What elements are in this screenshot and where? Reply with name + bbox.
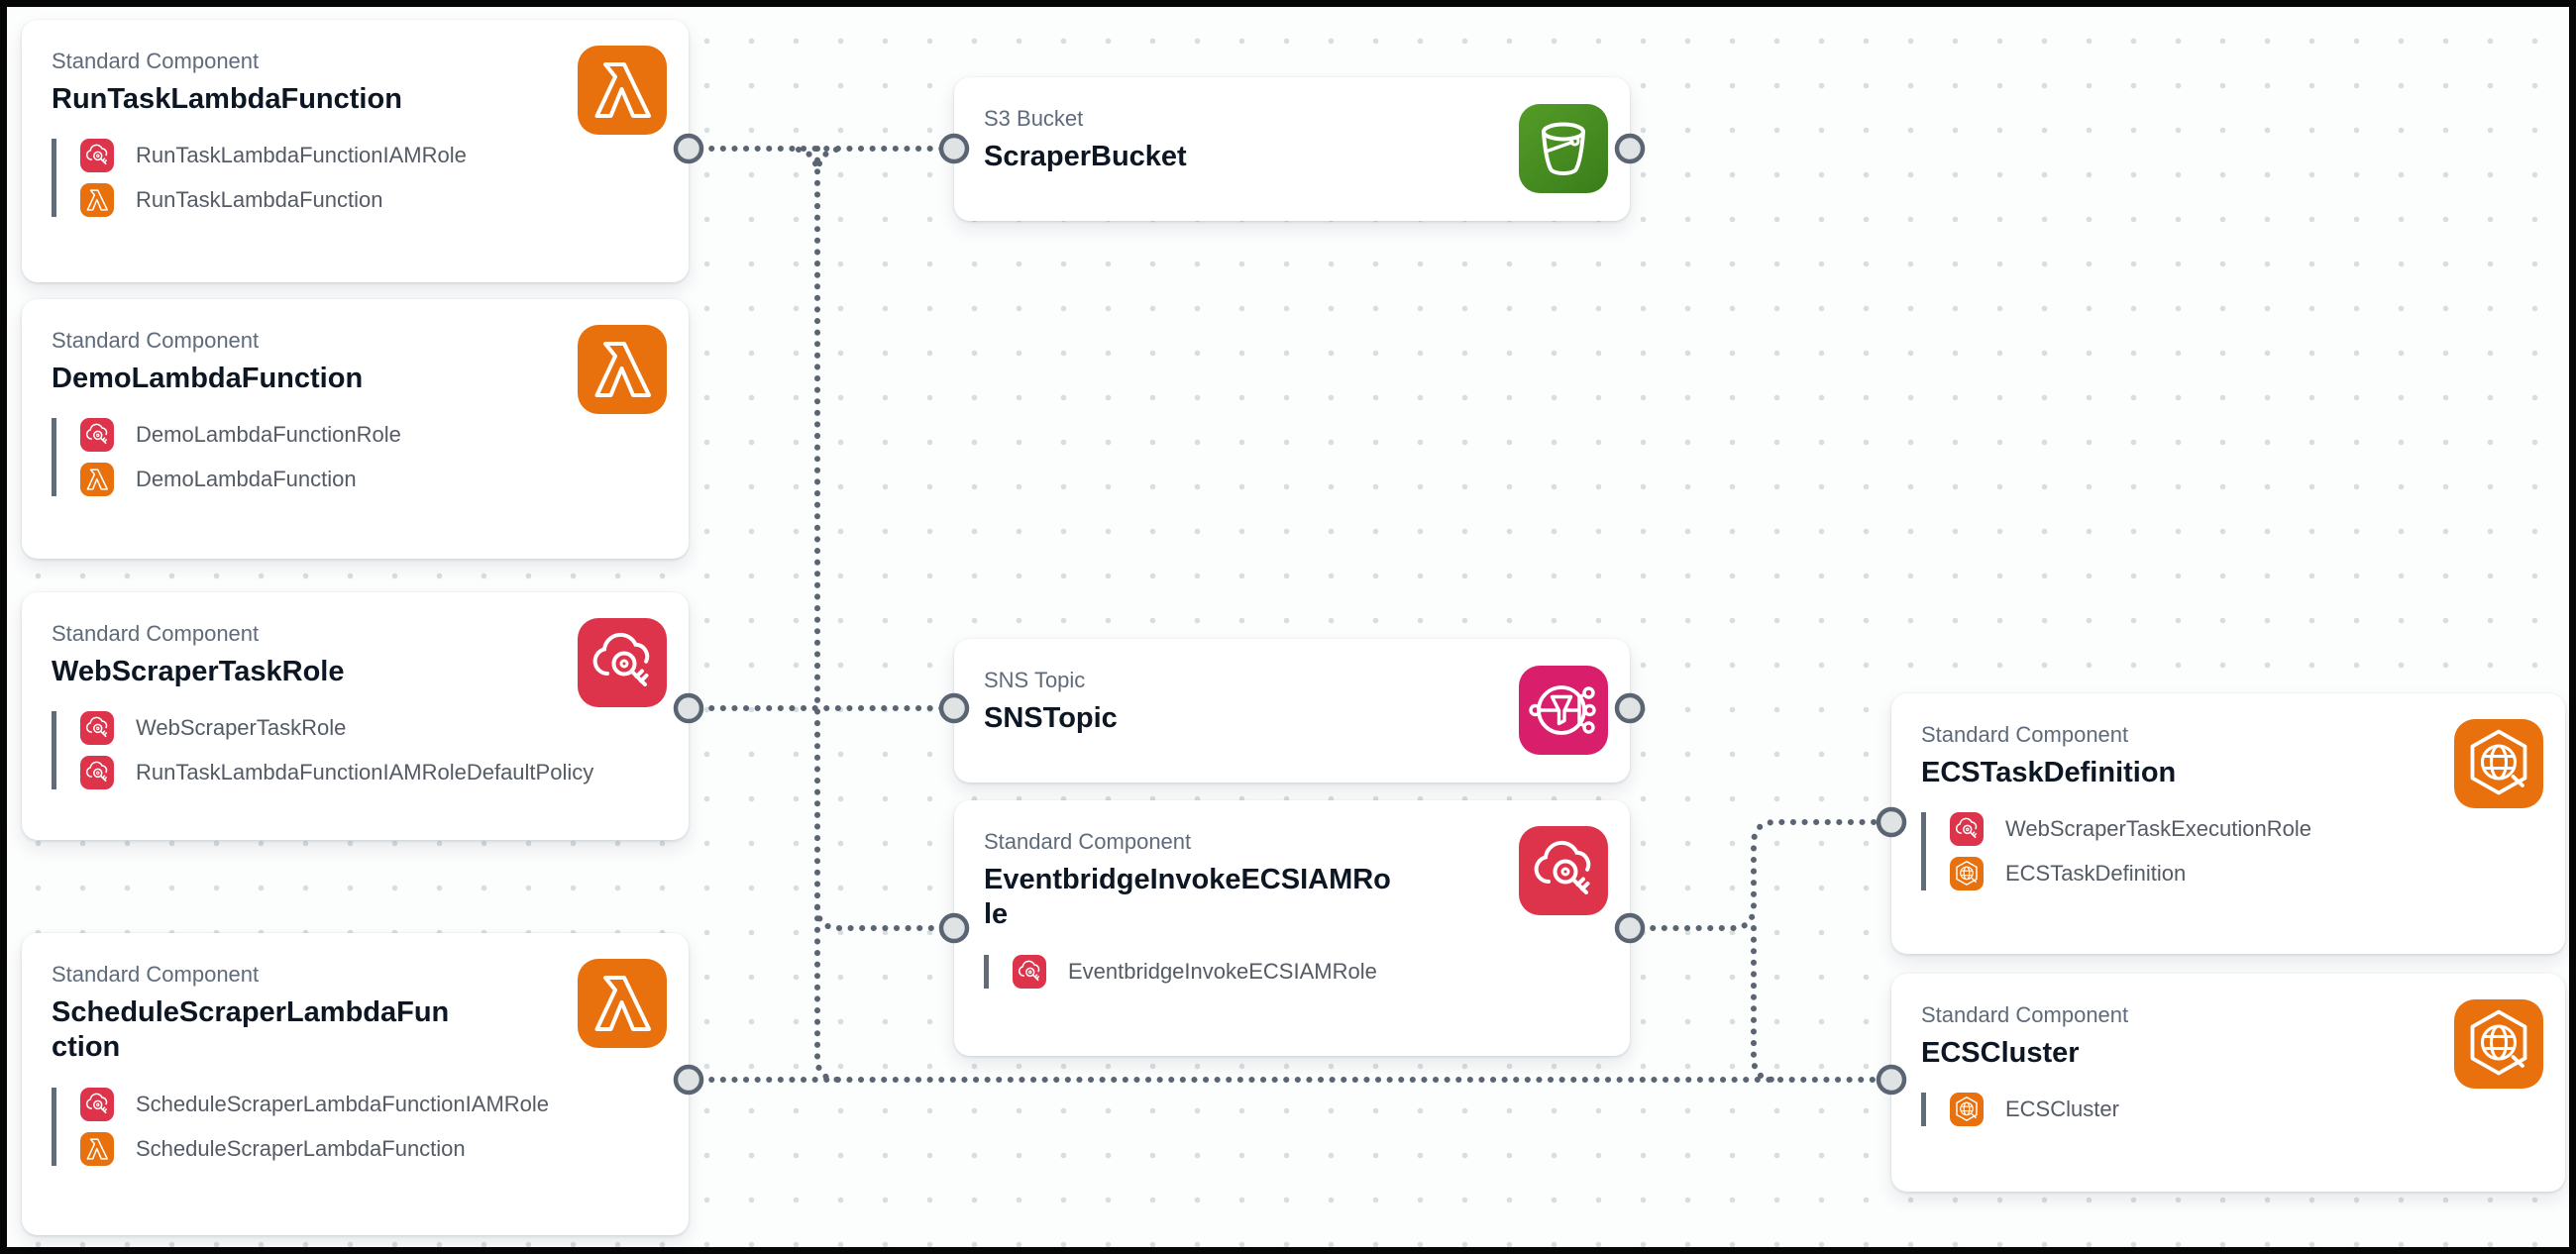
iam-icon	[80, 756, 114, 790]
resource-row[interactable]: DemoLambdaFunction	[80, 463, 659, 497]
resource-row[interactable]: EventbridgeInvokeECSIAMRole	[1013, 955, 1600, 990]
lambda-icon	[578, 46, 667, 135]
resource-list: ScheduleScraperLambdaFunctionIAMRole Sch…	[52, 1088, 659, 1167]
iam-icon	[80, 1088, 114, 1122]
resource-label: EventbridgeInvokeECSIAMRole	[1068, 959, 1377, 985]
component-card-eventbridgeinvokeecsiamrole[interactable]: Standard Component EventbridgeInvokeECSI…	[954, 800, 1630, 1056]
ecs-icon	[2454, 719, 2543, 808]
component-type-label: Standard Component	[984, 829, 1192, 854]
component-card-scraperbucket[interactable]: S3 Bucket ScraperBucket	[954, 77, 1630, 221]
s3-bucket-icon	[1519, 104, 1608, 193]
resource-label: RunTaskLambdaFunctionIAMRole	[136, 143, 467, 168]
iam-icon	[1013, 955, 1046, 990]
component-type-label: S3 Bucket	[984, 106, 1084, 131]
ecs-icon	[2454, 999, 2543, 1089]
component-title: ScraperBucket	[984, 140, 1187, 172]
resource-row[interactable]: RunTaskLambdaFunction	[80, 183, 659, 218]
resource-label: RunTaskLambdaFunction	[136, 187, 383, 213]
resource-list: RunTaskLambdaFunctionIAMRole RunTaskLamb…	[52, 139, 659, 218]
component-title: EventbridgeInvokeECSIAMRole	[984, 863, 1391, 931]
iam-icon	[80, 418, 114, 453]
component-card-demolambdafunction[interactable]: Standard Component DemoLambdaFunction De…	[22, 299, 689, 559]
resource-row[interactable]: RunTaskLambdaFunctionIAMRole	[80, 139, 659, 173]
lambda-icon	[578, 325, 667, 414]
resource-list: WebScraperTaskRole RunTaskLambdaFunction…	[52, 711, 659, 790]
resource-label: ScheduleScraperLambdaFunctionIAMRole	[136, 1092, 550, 1117]
resource-label: ScheduleScraperLambdaFunction	[136, 1136, 466, 1162]
iam-icon	[1950, 812, 1984, 847]
resource-row[interactable]: ScheduleScraperLambdaFunctionIAMRole	[80, 1088, 659, 1122]
lambda-icon	[80, 463, 114, 497]
resource-label: WebScraperTaskRole	[136, 715, 347, 741]
iam-icon	[578, 618, 667, 707]
iam-icon	[80, 711, 114, 746]
iam-icon	[80, 139, 114, 173]
resource-row[interactable]: ScheduleScraperLambdaFunction	[80, 1132, 659, 1167]
resource-list: EventbridgeInvokeECSIAMRole	[984, 955, 1600, 990]
resource-label: DemoLambdaFunction	[136, 467, 357, 492]
ecs-icon	[1950, 1093, 1984, 1127]
component-card-snstopic[interactable]: SNS Topic SNSTopic	[954, 639, 1630, 783]
resource-row[interactable]: RunTaskLambdaFunctionIAMRoleDefaultPolic…	[80, 756, 659, 790]
resource-list: DemoLambdaFunctionRole DemoLambdaFunctio…	[52, 418, 659, 497]
lambda-icon	[578, 959, 667, 1048]
iam-icon	[1519, 826, 1608, 915]
component-title: ScheduleScraperLambdaFunction	[52, 995, 450, 1064]
resource-row[interactable]: ECSCluster	[1950, 1093, 2535, 1127]
component-title: DemoLambdaFunction	[52, 362, 364, 394]
component-card-webscrapertaskrole[interactable]: Standard Component WebScraperTaskRole We…	[22, 592, 689, 840]
lambda-icon	[80, 183, 114, 218]
resource-label: ECSCluster	[2005, 1097, 2119, 1122]
resource-label: RunTaskLambdaFunctionIAMRoleDefaultPolic…	[136, 760, 594, 785]
component-type-label: Standard Component	[52, 621, 260, 646]
component-type-label: Standard Component	[52, 49, 260, 73]
component-title: SNSTopic	[984, 701, 1118, 734]
component-type-label: SNS Topic	[984, 668, 1086, 692]
component-card-runtasklambdafunction[interactable]: Standard Component RunTaskLambdaFunction…	[22, 20, 689, 282]
resource-list: WebScraperTaskExecutionRole ECSTaskDefin…	[1921, 812, 2535, 891]
sns-topic-icon	[1519, 666, 1608, 755]
component-card-ecscluster[interactable]: Standard Component ECSCluster ECSCluster	[1891, 974, 2565, 1192]
resource-row[interactable]: WebScraperTaskRole	[80, 711, 659, 746]
component-title: WebScraperTaskRole	[52, 655, 345, 687]
component-type-label: Standard Component	[1921, 722, 2129, 747]
component-type-label: Standard Component	[52, 962, 260, 987]
component-type-label: Standard Component	[52, 328, 260, 353]
ecs-icon	[1950, 857, 1984, 891]
component-title: ECSTaskDefinition	[1921, 756, 2177, 788]
resource-label: DemoLambdaFunctionRole	[136, 422, 401, 448]
resource-list: ECSCluster	[1921, 1093, 2535, 1127]
component-card-schedulescraperlambdafunction[interactable]: Standard Component ScheduleScraperLambda…	[22, 933, 689, 1235]
resource-row[interactable]: DemoLambdaFunctionRole	[80, 418, 659, 453]
resource-row[interactable]: WebScraperTaskExecutionRole	[1950, 812, 2535, 847]
lambda-icon	[80, 1132, 114, 1167]
resource-label: WebScraperTaskExecutionRole	[2005, 816, 2311, 842]
resource-row[interactable]: ECSTaskDefinition	[1950, 857, 2535, 891]
component-title: RunTaskLambdaFunction	[52, 82, 402, 115]
component-title: ECSCluster	[1921, 1036, 2080, 1069]
component-card-ecstaskdefinition[interactable]: Standard Component ECSTaskDefinition Web…	[1891, 693, 2565, 954]
component-type-label: Standard Component	[1921, 1002, 2129, 1027]
resource-label: ECSTaskDefinition	[2005, 861, 2187, 887]
